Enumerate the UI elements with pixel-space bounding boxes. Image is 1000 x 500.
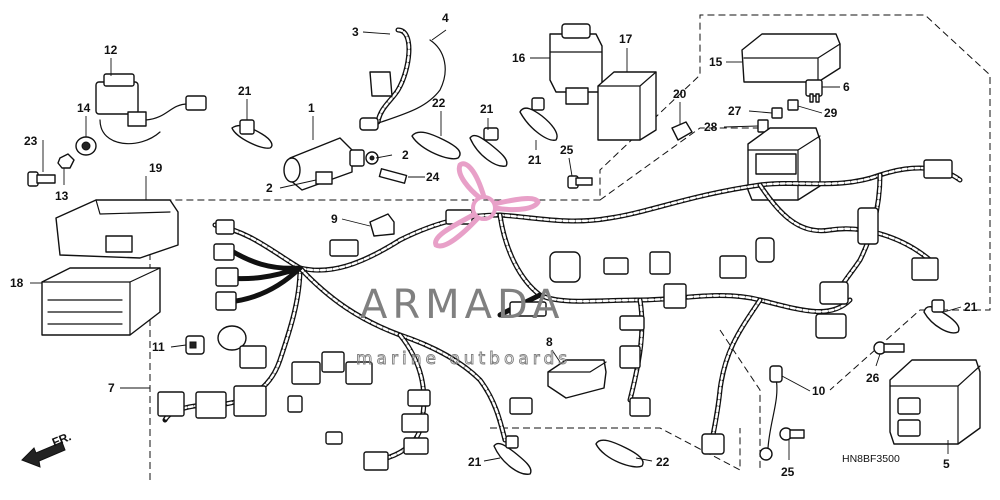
label-part-18: 18 [10,276,24,290]
part-24-bolt [378,168,408,184]
part-1-ignition-coil [283,137,365,191]
label-part-13: 13 [55,189,69,203]
part-21-clamp [923,299,960,334]
part-14-grommet [75,136,97,156]
label-part-21: 21 [480,102,494,116]
label-part-29: 29 [824,106,838,120]
label-part-23: 23 [24,134,38,148]
label-part-27: 27 [728,104,742,118]
part-number-labels: 12 14 23 13 19 18 21 1 2 2 3 4 22 24 21 … [10,11,978,479]
label-part-28: 28 [704,120,718,134]
label-part-25: 25 [560,143,574,157]
part-19-bracket [55,199,179,259]
part-22-clamp [595,439,644,468]
label-part-22: 22 [432,96,446,110]
diagram-code: HN8BF3500 [842,453,900,465]
part-23-bolt [27,171,56,187]
part-20-clip [671,121,693,141]
label-part-21: 21 [238,84,252,98]
label-part-5: 5 [943,457,950,471]
label-part-16: 16 [512,51,526,65]
part-3-4-plug-cap-lead [359,27,446,131]
part-5-regulator [889,359,981,445]
label-part-21: 21 [528,153,542,167]
part-13-nut [57,153,75,169]
part-11-cap [185,335,205,355]
propeller-logo-icon [433,161,541,249]
watermark-brand-name: ARMADA [360,282,565,328]
label-part-2: 2 [266,181,273,195]
part-9-connector [369,213,395,237]
label-part-19: 19 [149,161,163,175]
part-10-ground-lead [759,365,783,461]
front-arrow-icon [21,441,66,468]
label-part-2: 2 [402,148,409,162]
label-part-25: 25 [781,465,795,479]
label-part-20: 20 [673,87,687,101]
part-17-cover [597,71,657,141]
label-part-8: 8 [546,335,553,349]
front-direction-label: FR. [50,429,73,449]
label-part-3: 3 [352,25,359,39]
front-direction-indicator: FR. [21,429,73,468]
label-part-4: 4 [442,11,449,25]
part-6-fuse [805,79,823,103]
watermark-tagline: marine outboards [356,349,571,369]
label-part-1: 1 [308,101,315,115]
part-22-clamp [411,131,461,160]
label-part-21: 21 [468,455,482,469]
part-15-fuse-box-cover [741,33,841,83]
label-part-26: 26 [866,371,880,385]
label-part-9: 9 [331,212,338,226]
part-18-control-unit [41,267,161,336]
label-part-14: 14 [77,101,91,115]
label-part-24: 24 [426,170,440,184]
label-part-17: 17 [619,32,633,46]
label-part-21: 21 [964,300,978,314]
part-12-relay [95,73,207,145]
label-part-11: 11 [152,340,165,354]
part-fuse-box-base [747,127,821,201]
part-21-clamp [493,435,532,475]
label-part-10: 10 [812,384,826,398]
part-29-fuse [787,99,799,111]
label-part-22: 22 [656,455,670,469]
part-21-clamp [231,119,273,149]
harness-connectors [157,159,953,471]
part-25-bolt [779,427,805,441]
part-21-clamp [519,97,558,141]
part-27-fuse [771,107,783,119]
part-8-connector [547,359,607,399]
part-16-connector [549,23,603,105]
part-26-bolt [873,341,905,355]
label-part-7: 7 [108,381,115,395]
part-21-clamp [469,127,508,167]
leader-lines [30,29,962,462]
watermark: ARMADA marine outboards [356,161,571,369]
label-part-15: 15 [709,55,723,69]
label-part-12: 12 [104,43,118,57]
part-25-bolt [567,175,593,189]
label-part-6: 6 [843,80,850,94]
